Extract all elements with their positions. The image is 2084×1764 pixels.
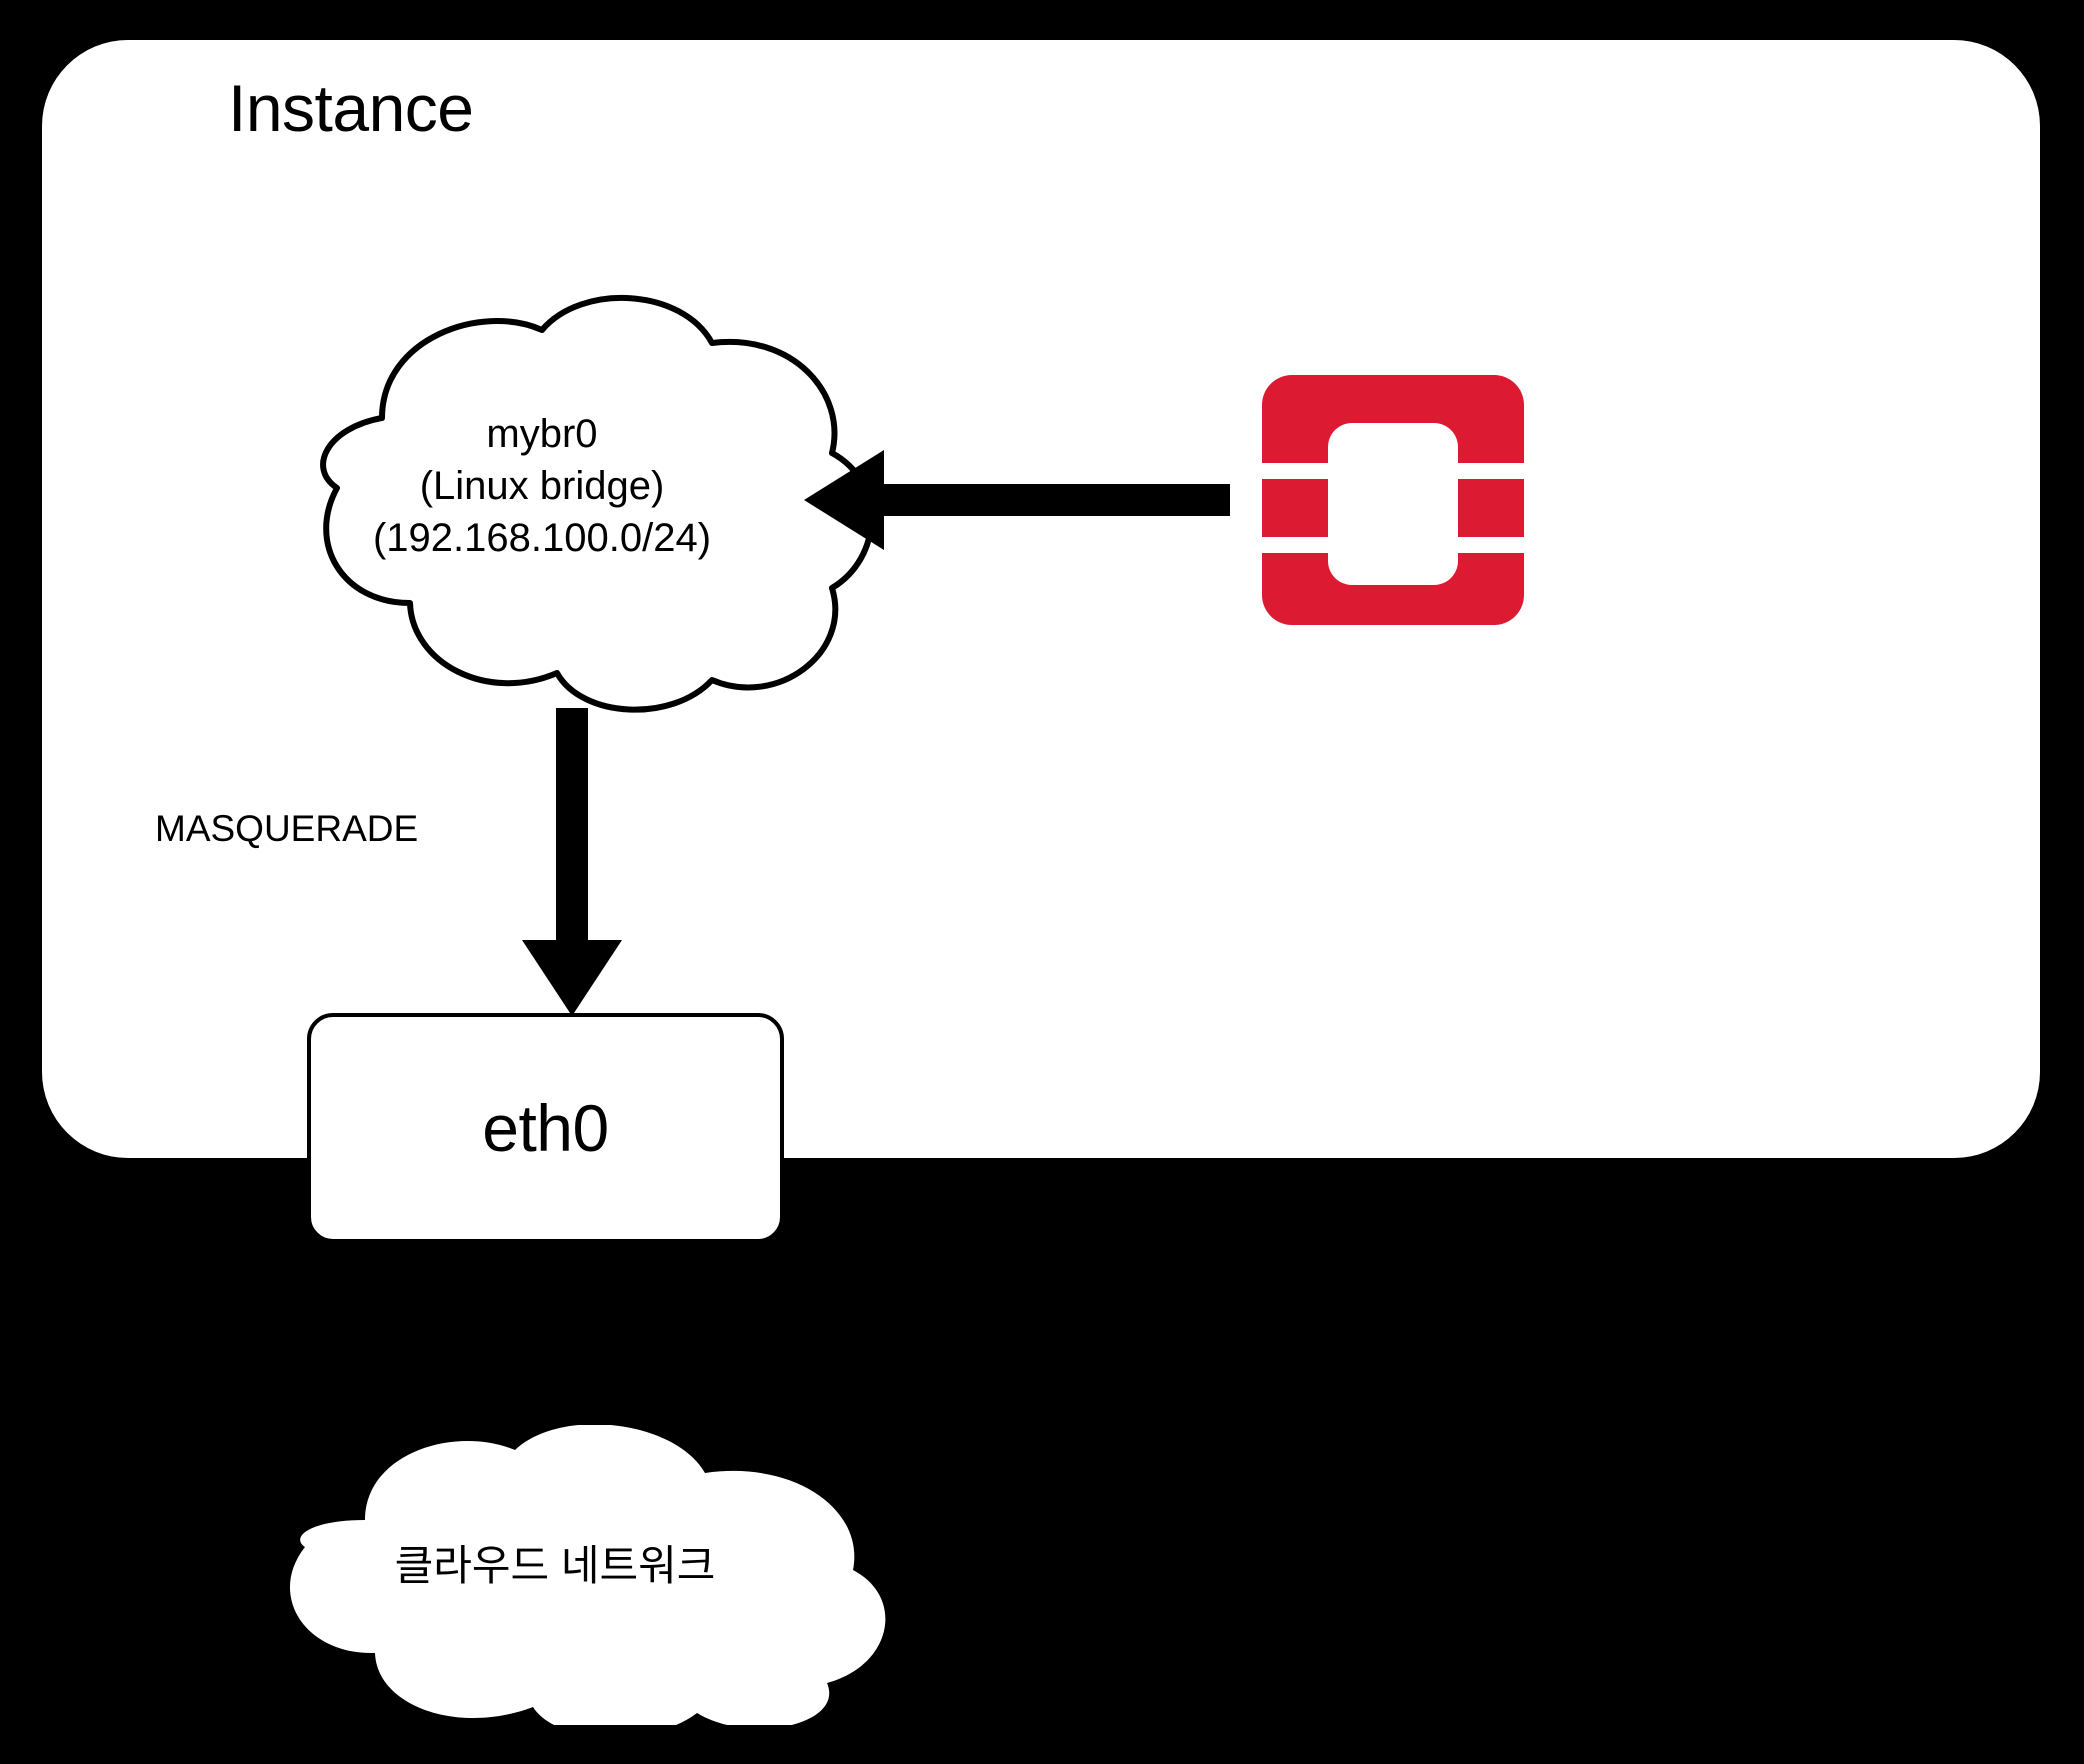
- cloud-network-label: 클라우드 네트워크: [394, 1542, 716, 1589]
- arrow-bridge-to-eth0-icon: [510, 708, 630, 1018]
- bridge-name: mybr0: [486, 412, 598, 456]
- bridge-cloud-label: mybr0 (Linux bridge) (192.168.100.0/24): [232, 408, 852, 564]
- bridge-type: (Linux bridge): [419, 464, 665, 508]
- arrow-logo-to-bridge-icon: [800, 440, 1230, 560]
- masquerade-label: MASQUERADE: [155, 808, 419, 849]
- page-title: Instance: [228, 71, 474, 145]
- openstack-logo-icon: [1262, 375, 1524, 625]
- eth0-box: eth0: [307, 1013, 784, 1243]
- bridge-cidr: (192.168.100.0/24): [372, 516, 712, 560]
- eth0-label: eth0: [482, 1091, 609, 1165]
- cloud-network-shape: [205, 1425, 905, 1725]
- bridge-cloud-shape: [232, 288, 892, 713]
